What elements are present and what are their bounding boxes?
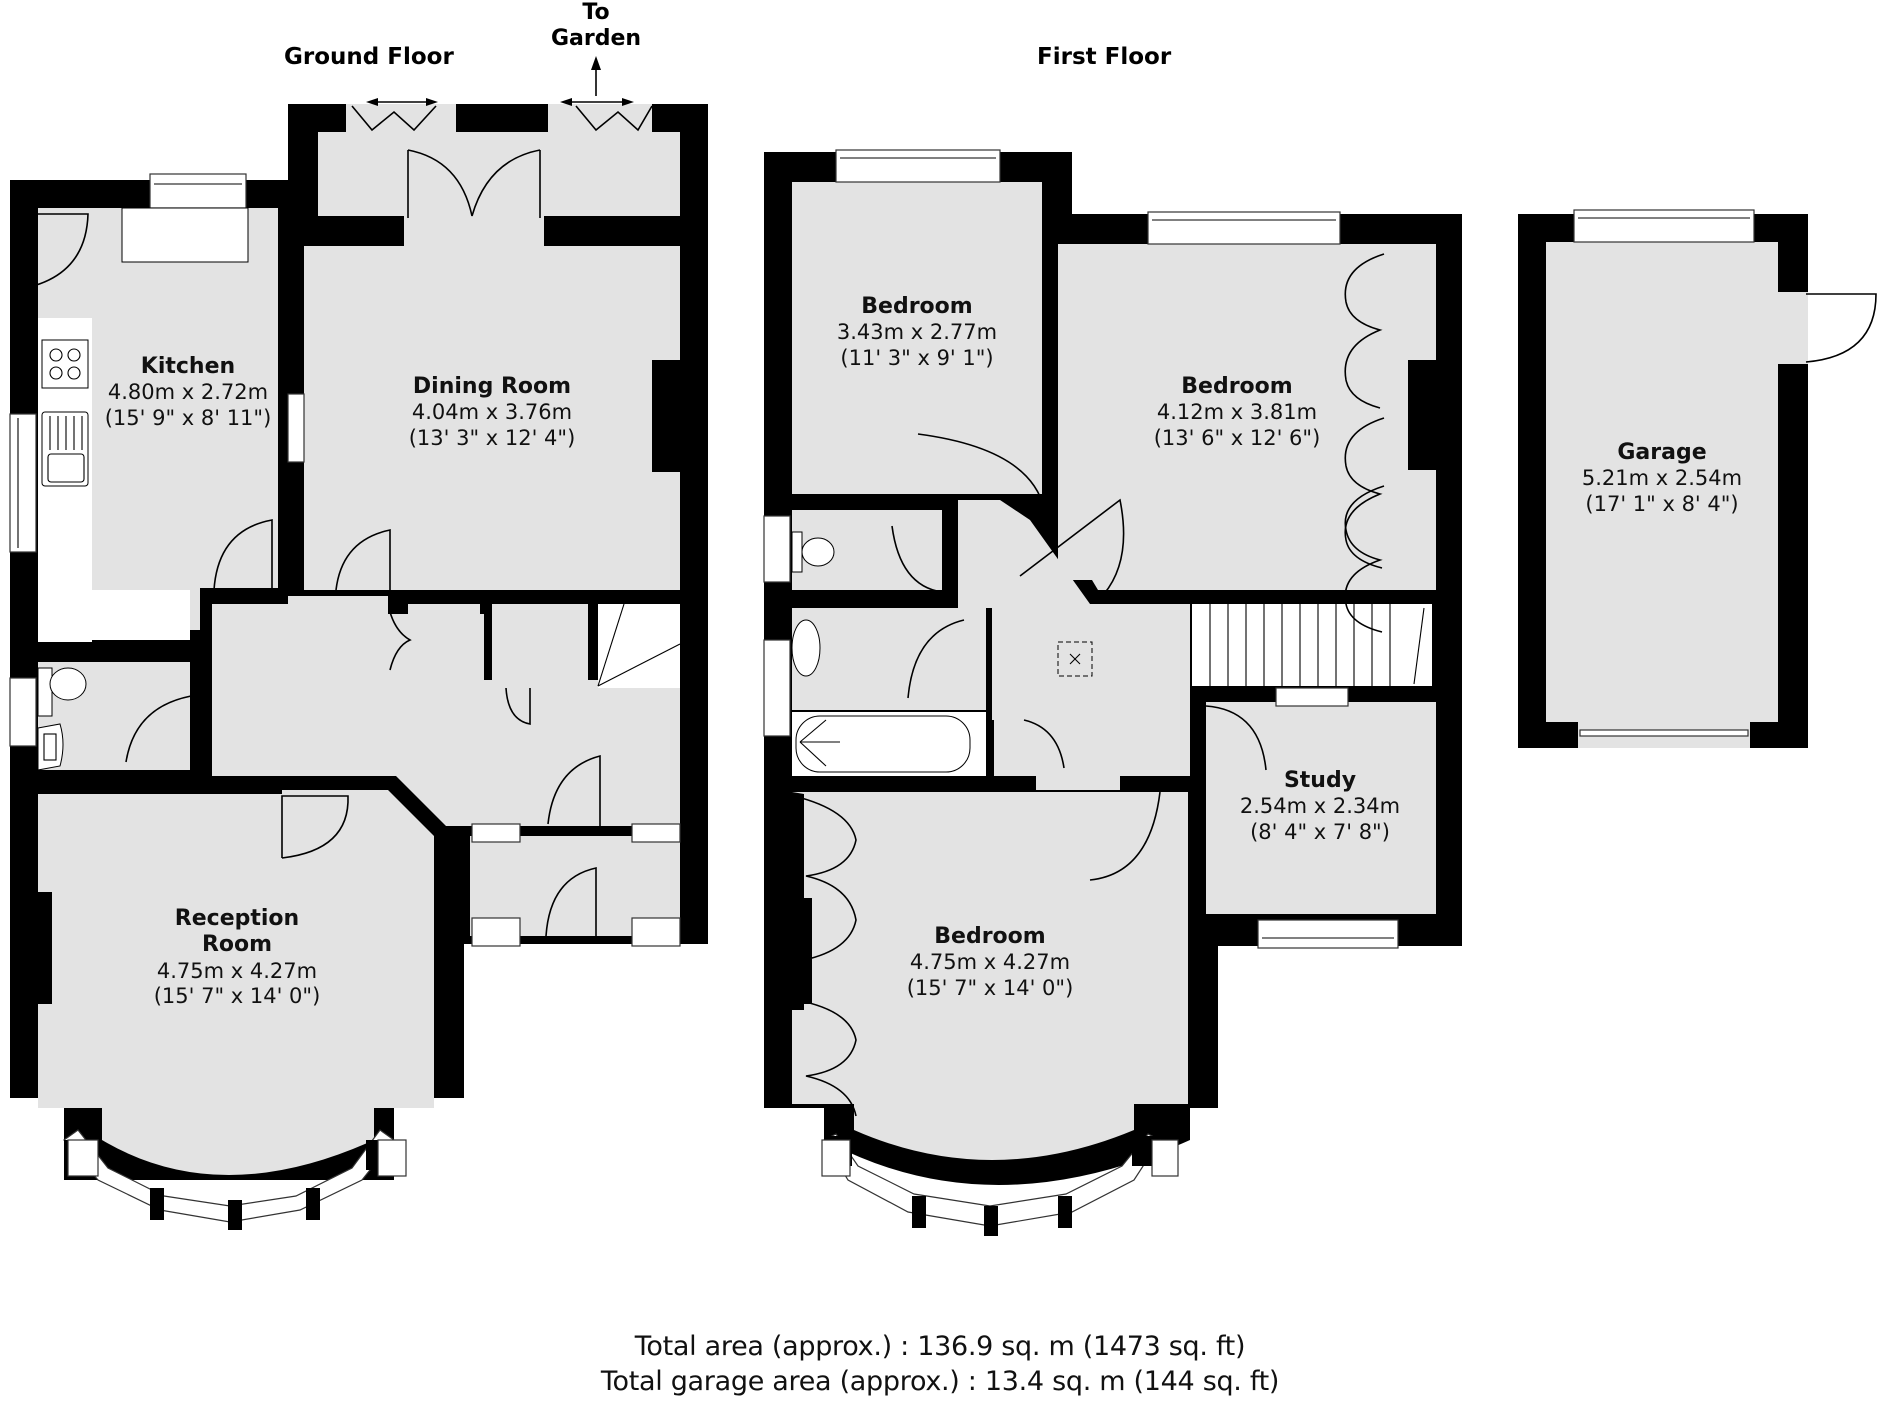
room-name: Kitchen xyxy=(140,354,236,379)
garage-plan xyxy=(1518,209,1877,748)
room-name-line2: Room xyxy=(201,932,273,958)
room-name: Bedroom xyxy=(934,924,1046,949)
room-dimensions-metric: 4.04m x 3.76m xyxy=(411,400,573,425)
room-label-bedroom-right: Bedroom 4.12m x 3.81m (13' 6" x 12' 6") xyxy=(1154,374,1321,451)
basin-icon xyxy=(791,619,821,677)
toilet-icon xyxy=(791,531,835,573)
room-label-study: Study 2.54m x 2.34m (8' 4" x 7' 8") xyxy=(1240,768,1400,845)
hob-icon xyxy=(41,339,89,389)
room-name: Bedroom xyxy=(861,294,973,319)
room-label-reception-room: Reception Room 4.75m x 4.27m (15' 7" x 1… xyxy=(154,906,321,1009)
first-floor-plan xyxy=(763,149,1462,1236)
toilet-icon xyxy=(37,667,87,717)
first-floor-title: First Floor xyxy=(1037,44,1172,70)
room-dimensions-imperial: (15' 7" x 14' 0") xyxy=(906,975,1074,1000)
room-label-garage: Garage 5.21m x 2.54m (17' 1" x 8' 4") xyxy=(1582,440,1742,517)
arrow-up-icon xyxy=(591,56,601,70)
ground-floor-title: Ground Floor xyxy=(284,44,454,70)
room-dimensions-metric: 4.80m x 2.72m xyxy=(107,380,269,405)
room-dimensions-metric: 2.54m x 2.34m xyxy=(1239,794,1401,819)
room-label-bedroom-small: Bedroom 3.43m x 2.77m (11' 3" x 9' 1") xyxy=(837,294,997,371)
room-name: Garage xyxy=(1617,440,1707,465)
room-name: Bedroom xyxy=(1181,374,1293,399)
room-dimensions-imperial: (17' 1" x 8' 4") xyxy=(1585,491,1739,516)
room-name-line1: Reception xyxy=(174,906,300,931)
room-label-kitchen: Kitchen 4.80m x 2.72m (15' 9" x 8' 11") xyxy=(105,354,272,431)
room-dimensions-imperial: (15' 9" x 8' 11") xyxy=(104,405,272,430)
room-dimensions-metric: 3.43m x 2.77m xyxy=(836,320,998,345)
room-dimensions-metric: 4.75m x 4.27m xyxy=(909,950,1071,975)
room-name: Dining Room xyxy=(412,374,572,399)
stairs-icon xyxy=(1209,604,1425,686)
room-dimensions-metric: 4.12m x 3.81m xyxy=(1156,400,1318,425)
room-dimensions-imperial: (15' 7" x 14' 0") xyxy=(153,983,321,1008)
bath-icon xyxy=(795,715,971,773)
basin-icon xyxy=(37,723,64,771)
loft-hatch-icon xyxy=(1057,641,1093,677)
room-dimensions-imperial: (8' 4" x 7' 8") xyxy=(1250,819,1390,844)
room-dimensions-metric: 5.21m x 2.54m xyxy=(1581,466,1743,491)
total-area: Total area (approx.) : 136.9 sq. m (1473… xyxy=(634,1331,1246,1362)
sink-icon xyxy=(41,411,89,487)
room-label-dining-room: Dining Room 4.04m x 3.76m (13' 3" x 12' … xyxy=(409,374,576,451)
ground-floor-plan xyxy=(9,56,708,1230)
room-name: Study xyxy=(1283,768,1357,793)
room-dimensions-imperial: (11' 3" x 9' 1") xyxy=(840,345,994,370)
area-totals: Total area (approx.) : 136.9 sq. m (1473… xyxy=(600,1330,1280,1399)
to-garden-line2: Garden xyxy=(550,26,642,52)
room-dimensions-metric: 4.75m x 4.27m xyxy=(156,958,318,983)
to-garden-line1: To xyxy=(582,0,610,25)
total-garage-area: Total garage area (approx.) : 13.4 sq. m… xyxy=(600,1365,1280,1397)
room-dimensions-imperial: (13' 3" x 12' 4") xyxy=(408,425,576,450)
to-garden-label: To Garden xyxy=(551,0,641,53)
room-label-bedroom-bay: Bedroom 4.75m x 4.27m (15' 7" x 14' 0") xyxy=(907,924,1074,1001)
room-dimensions-imperial: (13' 6" x 12' 6") xyxy=(1153,425,1321,450)
